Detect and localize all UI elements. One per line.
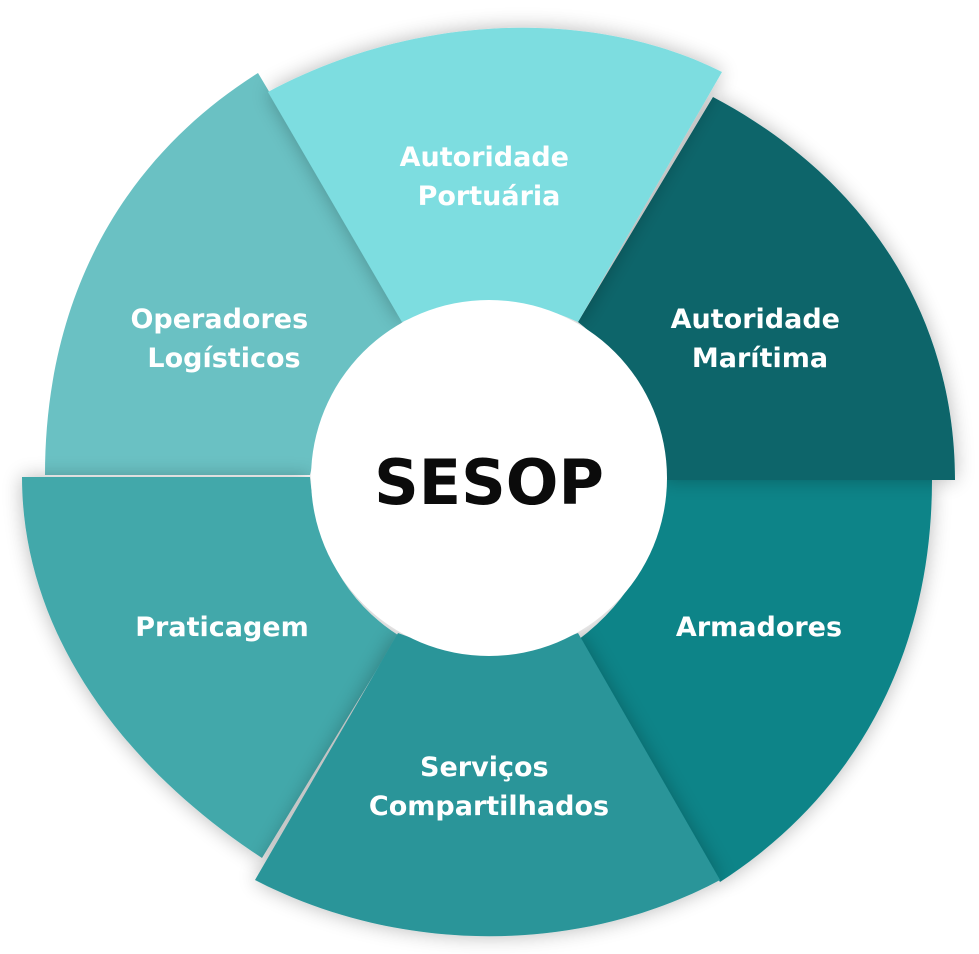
segment-operadores-logisticos-line-2: Logísticos xyxy=(147,343,300,374)
segment-armadores-line-1: Armadores xyxy=(676,612,842,643)
segment-autoridade-portuaria: Autoridade Portuária xyxy=(268,27,722,322)
center-circle xyxy=(311,300,667,656)
segment-operadores-logisticos: Operadores Logísticos xyxy=(45,73,405,475)
segment-armadores: Armadores xyxy=(578,480,932,882)
segment-autoridade-portuaria-line-1: Autoridade xyxy=(400,142,569,173)
segment-praticagem-shape xyxy=(22,477,398,858)
segment-servicos-compartilhados: Serviços Compartilhados xyxy=(255,633,720,937)
center-hub: SESOP xyxy=(311,300,667,656)
segment-autoridade-maritima-line-1: Autoridade xyxy=(671,304,840,335)
segment-armadores-shape xyxy=(578,480,932,882)
segment-servicos-compartilhados-line-1: Serviços xyxy=(420,752,549,783)
segment-autoridade-maritima-label: Autoridade Marítima xyxy=(671,304,850,374)
segment-autoridade-portuaria-label: Autoridade Portuária xyxy=(400,142,579,212)
segment-operadores-logisticos-label: Operadores Logísticos xyxy=(130,304,317,374)
segment-praticagem: Praticagem xyxy=(22,477,398,858)
center-title: SESOP xyxy=(374,446,604,519)
segment-autoridade-portuaria-line-2: Portuária xyxy=(418,181,561,212)
segment-autoridade-maritima-shape xyxy=(578,97,955,480)
segment-armadores-label: Armadores xyxy=(676,612,842,643)
segment-autoridade-maritima: Autoridade Marítima xyxy=(578,97,955,480)
segment-operadores-logisticos-line-1: Operadores xyxy=(130,304,308,335)
segment-servicos-compartilhados-label: Serviços Compartilhados xyxy=(369,752,609,822)
segment-autoridade-maritima-line-2: Marítima xyxy=(692,343,828,374)
segment-autoridade-portuaria-shape xyxy=(268,27,722,322)
segment-praticagem-label: Praticagem xyxy=(135,612,308,643)
segment-operadores-logisticos-shape xyxy=(45,73,405,475)
segment-servicos-compartilhados-line-2: Compartilhados xyxy=(369,791,609,822)
segment-praticagem-line-1: Praticagem xyxy=(135,612,308,643)
segment-servicos-compartilhados-shape xyxy=(255,633,720,937)
